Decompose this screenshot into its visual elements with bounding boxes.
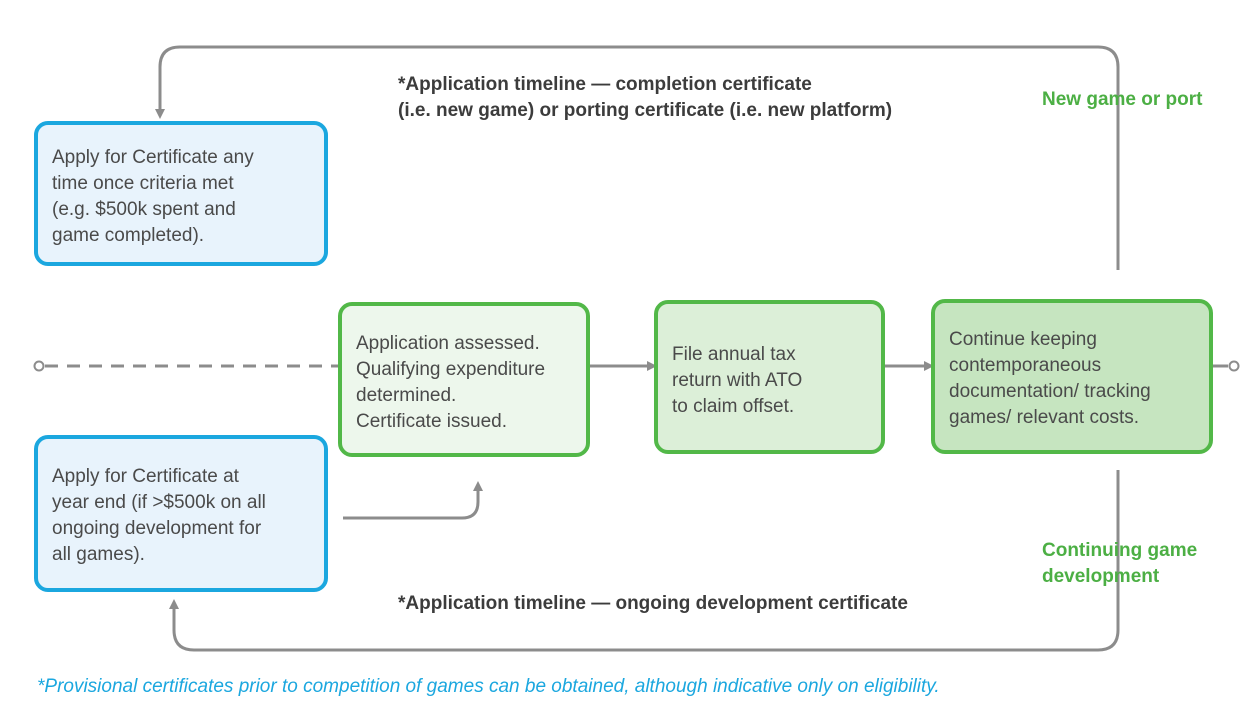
text-line: determined. — [356, 385, 457, 406]
text-line: to claim offset. — [672, 396, 795, 417]
box-file-tax-return: File annual tax return with ATO to claim… — [654, 300, 885, 454]
text-line: Apply for Certificate at — [52, 466, 239, 487]
arrow-new-game-loop — [155, 45, 1120, 270]
box-continue-keeping: Continue keeping contemporaneous documen… — [931, 299, 1213, 454]
text-line: File annual tax — [672, 344, 796, 365]
text-line: contemporaneous — [949, 355, 1102, 376]
box-apply-year-end: Apply for Certificate at year end (if >$… — [34, 435, 328, 592]
text-line: (e.g. $500k spent and — [52, 199, 236, 220]
text-line: all games). — [52, 544, 145, 565]
label-completion-timeline: *Application timeline — completion certi… — [398, 72, 892, 124]
box-apply-any-time-text: Apply for Certificate any time once crit… — [52, 145, 310, 249]
timeline-end-node — [1228, 360, 1240, 372]
box-apply-any-time: Apply for Certificate any time once crit… — [34, 121, 328, 266]
label-new-game-or-port: New game or port — [1042, 89, 1203, 110]
footnote: *Provisional certificates prior to compe… — [37, 676, 940, 697]
timeline-start-node — [33, 360, 45, 372]
text-line: game completed). — [52, 225, 205, 246]
arrow-continuing-loop — [169, 470, 1120, 652]
text-line: ongoing development for — [52, 518, 262, 539]
text-line: Qualifying expenditure — [356, 359, 546, 380]
box-file-tax-return-text: File annual tax return with ATO to claim… — [672, 342, 867, 420]
text-line: games/ relevant costs. — [949, 407, 1140, 428]
text-line: (i.e. new game) or porting certificate (… — [398, 100, 893, 121]
text-line: Continue keeping — [949, 329, 1097, 350]
text-line: Continuing game — [1042, 540, 1198, 561]
text-line: documentation/ tracking — [949, 381, 1151, 402]
box-application-assessed: Application assessed. Qualifying expendi… — [338, 302, 590, 457]
text-line: return with ATO — [672, 370, 803, 391]
label-continuing-development: Continuing game development — [1042, 538, 1197, 590]
box-continue-keeping-text: Continue keeping contemporaneous documen… — [949, 327, 1195, 431]
box-apply-year-end-text: Apply for Certificate at year end (if >$… — [52, 464, 310, 568]
text-line: time once criteria met — [52, 173, 234, 194]
box-application-assessed-text: Application assessed. Qualifying expendi… — [356, 331, 572, 435]
text-line: *Application timeline — completion certi… — [398, 74, 812, 95]
text-line: development — [1042, 566, 1160, 587]
arrow-yearend-to-assessed — [343, 481, 483, 520]
text-line: Certificate issued. — [356, 411, 508, 432]
text-line: Apply for Certificate any — [52, 147, 254, 168]
text-line: Application assessed. — [356, 333, 540, 354]
text-line: year end (if >$500k on all — [52, 492, 266, 513]
label-ongoing-timeline: *Application timeline — ongoing developm… — [398, 593, 908, 614]
